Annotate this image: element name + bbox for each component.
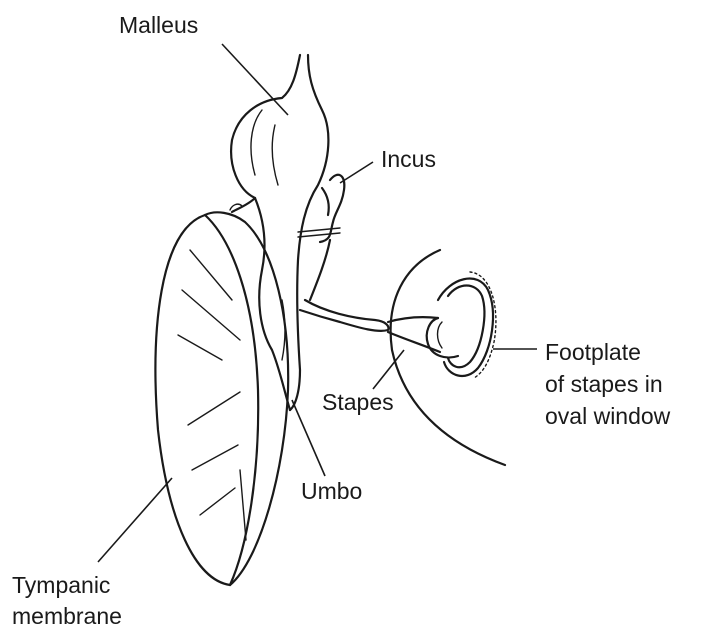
label-malleus: Malleus [119, 12, 198, 39]
incus [298, 175, 344, 300]
tympanic-membrane [155, 212, 288, 585]
leader-stapes [373, 350, 404, 389]
label-stapes: Stapes [322, 389, 394, 416]
label-footplate-line3: oval window [545, 403, 670, 430]
label-tympanic-line2: membrane [12, 603, 122, 630]
leader-incus [340, 162, 373, 183]
malleus [230, 55, 328, 410]
label-umbo: Umbo [301, 478, 362, 505]
leader-tympanic [98, 478, 172, 562]
leader-malleus [222, 44, 288, 115]
label-incus: Incus [381, 146, 436, 173]
stapes-footplate [438, 272, 496, 378]
label-tympanic-line1: Tympanic [12, 572, 110, 599]
stapes [300, 300, 458, 358]
leader-umbo [292, 400, 325, 476]
label-footplate-line2: of stapes in [545, 371, 663, 398]
label-footplate-line1: Footplate [545, 339, 641, 366]
